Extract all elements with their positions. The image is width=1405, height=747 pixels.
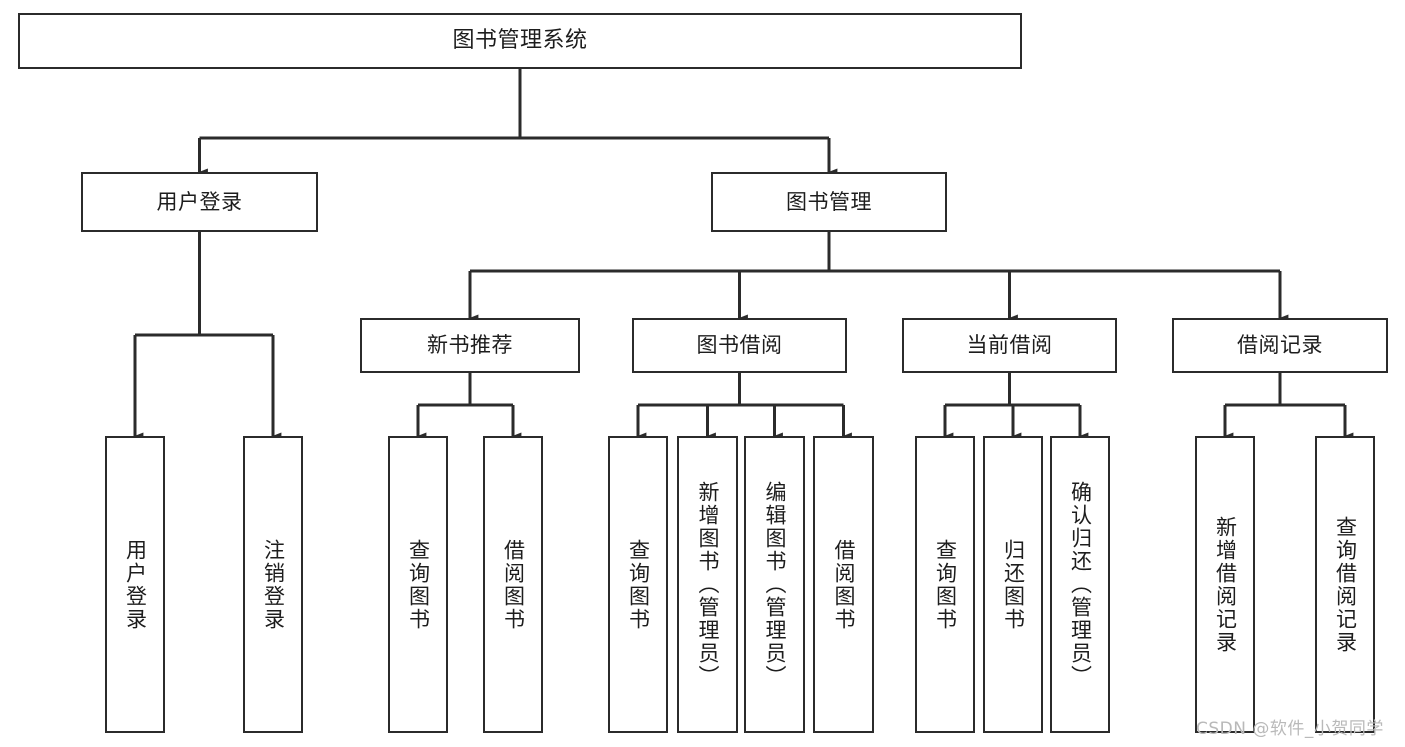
node-leaf-edit-book[interactable]: 编辑图书（管理员） [744,436,805,733]
node-label-root: 图书管理系统 [452,28,588,54]
node-leaf-return-book[interactable]: 归还图书 [983,436,1043,733]
node-leaf-borrow-book[interactable]: 借阅图书 [813,436,874,733]
node-book-manage[interactable]: 图书管理 [711,172,947,232]
node-root[interactable]: 图书管理系统 [18,13,1022,69]
node-new-book-rec[interactable]: 新书推荐 [360,318,580,373]
node-label-new-book-rec: 新书推荐 [427,333,513,358]
node-label-borrow-record: 借阅记录 [1237,333,1323,358]
node-label-leaf-query-book-current: 查询图书 [933,538,958,631]
node-current-borrow[interactable]: 当前借阅 [902,318,1117,373]
node-leaf-query-book-current[interactable]: 查询图书 [915,436,975,733]
node-label-leaf-query-book-rec: 查询图书 [406,538,431,631]
edge-group [133,69,1354,440]
node-leaf-query-book-borrow[interactable]: 查询图书 [608,436,668,733]
node-label-leaf-user-login: 用户登录 [123,538,148,631]
node-leaf-query-book-rec[interactable]: 查询图书 [388,436,448,733]
node-label-leaf-borrow-book-rec: 借阅图书 [501,538,526,631]
node-label-leaf-edit-book: 编辑图书（管理员） [763,481,787,688]
node-borrow-record[interactable]: 借阅记录 [1172,318,1388,373]
node-label-leaf-return-book: 归还图书 [1001,538,1026,631]
node-label-leaf-add-record: 新增借阅记录 [1213,515,1238,654]
node-leaf-logout[interactable]: 注销登录 [243,436,303,733]
node-leaf-add-record[interactable]: 新增借阅记录 [1195,436,1255,733]
node-leaf-user-login[interactable]: 用户登录 [105,436,165,733]
node-leaf-borrow-book-rec[interactable]: 借阅图书 [483,436,543,733]
node-label-book-borrow: 图书借阅 [696,333,783,358]
node-leaf-add-book[interactable]: 新增图书（管理员） [677,436,738,733]
node-label-user-login: 用户登录 [156,189,243,214]
node-label-leaf-borrow-book: 借阅图书 [832,538,856,631]
node-label-leaf-query-record: 查询借阅记录 [1333,515,1358,654]
node-leaf-confirm-return[interactable]: 确认归还（管理员） [1050,436,1110,733]
node-label-current-borrow: 当前借阅 [966,333,1053,358]
node-book-borrow[interactable]: 图书借阅 [632,318,847,373]
node-label-leaf-add-book: 新增图书（管理员） [696,481,720,688]
node-label-leaf-confirm-return: 确认归还（管理员） [1068,481,1093,688]
node-label-leaf-logout: 注销登录 [261,538,286,631]
watermark: CSDN @软件_小贺同学 [1196,719,1384,739]
node-leaf-query-record[interactable]: 查询借阅记录 [1315,436,1375,733]
node-label-leaf-query-book-borrow: 查询图书 [626,538,651,631]
node-user-login[interactable]: 用户登录 [81,172,318,232]
node-label-book-manage: 图书管理 [786,189,872,214]
